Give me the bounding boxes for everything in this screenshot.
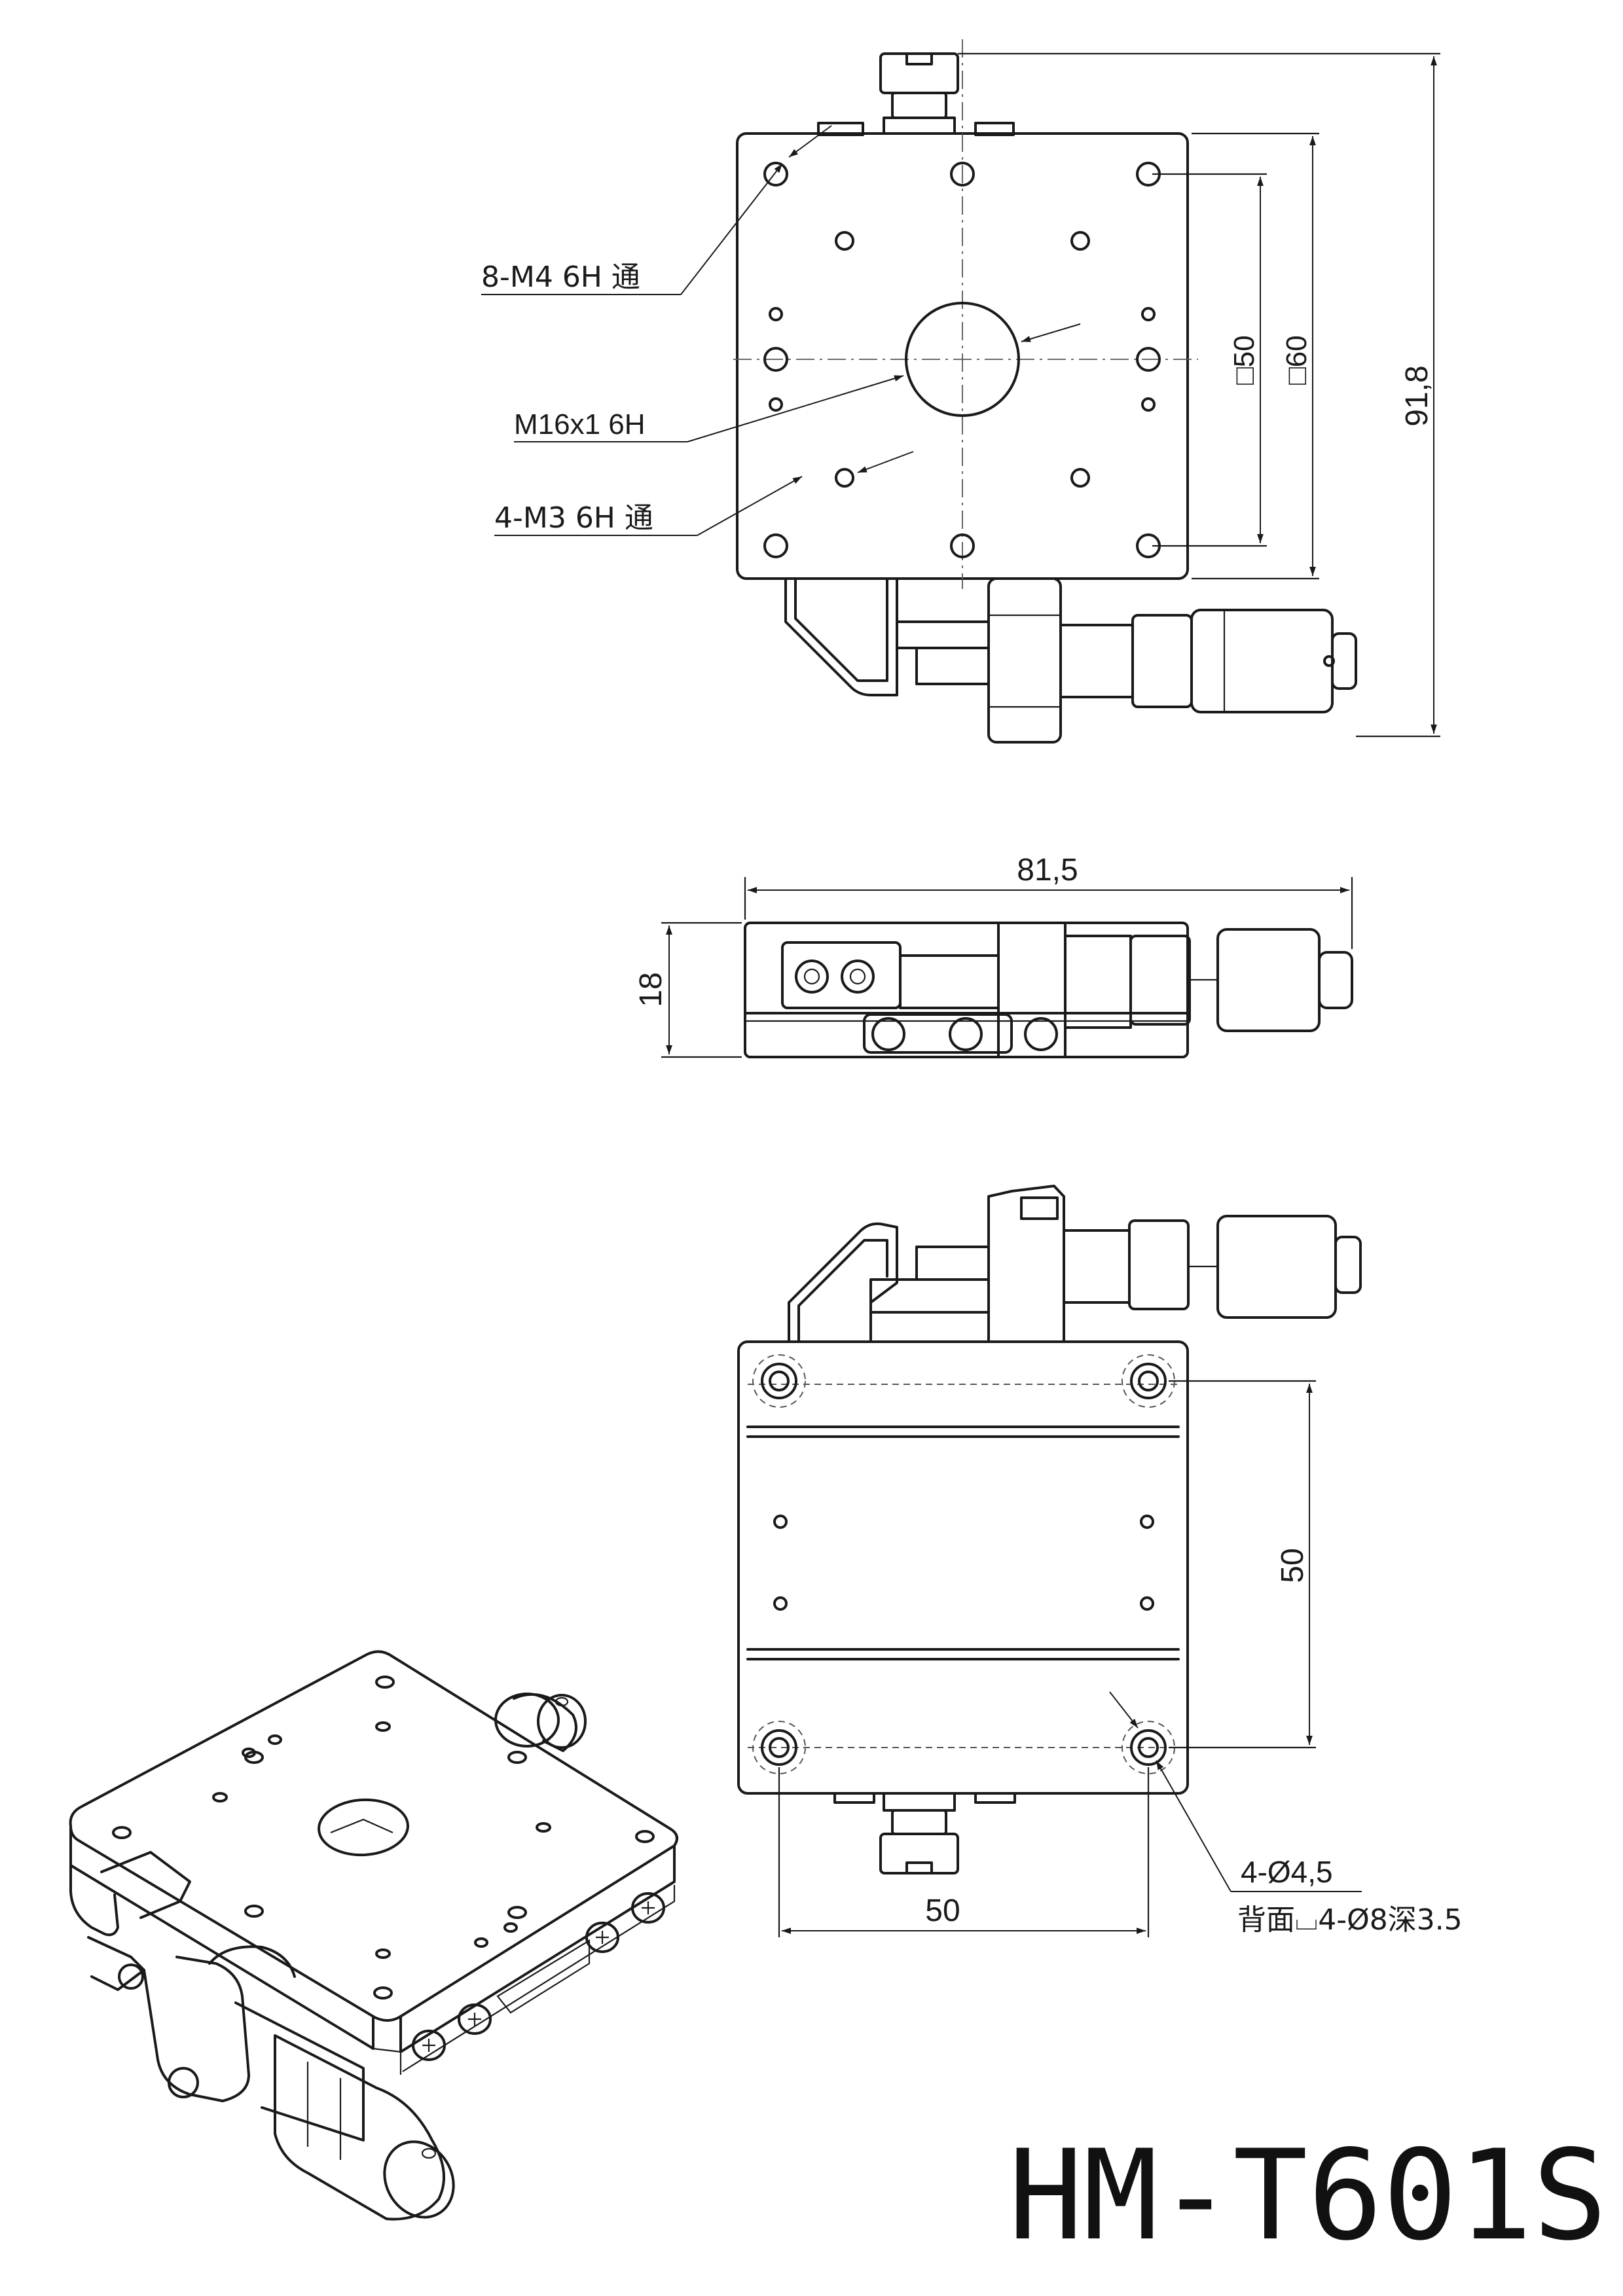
m16-hole [905,302,1020,417]
bottom-view-micrometer [788,1185,1362,1343]
dim-length-label: 81,5 [1017,853,1078,888]
dim-sq60-label: □60 [1281,335,1313,385]
counterbore-holes [752,1354,1175,1774]
top-view: □50 □60 91,8 8-M4 6H 通 M16x1 6H 4-M3 6H … [481,39,1440,744]
callout-m4: 8-M4 6H 通 [481,260,640,294]
dim-horizontal-label: 50 [925,1893,960,1928]
iso-top-face [69,1650,678,2022]
callout-counterbore: 背面⌴4-Ø8深3.5 [1237,1903,1463,1937]
model-title: HM-T601S [1008,2123,1607,2268]
callout-m3: 4-M3 6H 通 [494,501,653,535]
iso-side-screws [412,1892,665,2061]
iso-top-holes [112,1676,655,2000]
side-body [744,922,1189,1058]
isometric-view [69,1650,678,2221]
top-micrometer-assembly [784,577,1357,744]
dim-vertical-label: 50 [1275,1548,1310,1583]
top-knob [879,52,959,135]
m3-holes [835,231,1090,488]
dim-total-label: 91,8 [1400,365,1434,426]
iso-right-knob [494,1693,587,1752]
side-view: 81,5 18 [634,853,1353,1058]
dim-height-label: 18 [634,972,668,1007]
callout-m16: M16x1 6H [514,408,646,440]
dim-sq50-label: □50 [1228,335,1260,385]
iso-micrometer [118,1945,455,2221]
callout-holes: 4-Ø4,5 [1241,1855,1333,1889]
bottom-plate [737,1340,1189,1795]
bottom-view: 50 50 4-Ø4,5 背面⌴4-Ø8深3.5 [737,1185,1463,1937]
